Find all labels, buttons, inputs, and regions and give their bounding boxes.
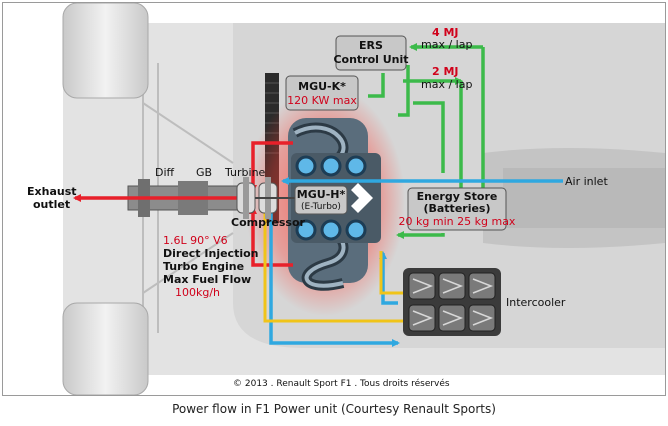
rear-tire-top <box>62 3 149 99</box>
renault-logo-icon <box>351 183 373 213</box>
energy-flow-lines <box>368 43 485 239</box>
air-inlet-label: Air inlet <box>565 175 608 188</box>
turbine-unit <box>236 177 256 219</box>
ers-label-line2: Control Unit <box>333 53 408 66</box>
intercooler-unit <box>403 268 501 336</box>
mgu-k-to-ers-flow <box>368 73 385 98</box>
engine-spec-line4: Max Fuel Flow <box>163 273 251 286</box>
mgu-k-label: MGU-K* <box>298 80 346 93</box>
mgu-k-power-label: 120 KW max <box>287 94 357 107</box>
exhaust-manifold-top-flow <box>249 141 293 193</box>
charge-air-flow-lines <box>263 203 403 323</box>
engine-spec-block: 1.6L 90° V6 Direct Injection Turbo Engin… <box>163 234 259 299</box>
engine-spec-line1: 1.6L 90° V6 <box>163 234 228 247</box>
power-unit-diagram: ERS Control Unit MGU-K* 120 KW max MGU-H… <box>3 3 665 395</box>
energy-store-label-line2: (Batteries) <box>423 202 490 215</box>
flow-4mj-unit-label: max / lap <box>421 38 472 51</box>
mgu-k-box: MGU-K* 120 KW max <box>285 75 359 111</box>
turbine-label: Turbine <box>224 166 266 179</box>
exhaust-label-line1: Exhaust <box>27 185 77 198</box>
charge-air-to-intercooler-flow <box>263 203 403 323</box>
intercooler-label: Intercooler <box>506 296 566 309</box>
store-to-mgu-h-flow <box>396 231 445 239</box>
flow-2mj-label: 2 MJ <box>432 65 459 78</box>
battery-weight-label: 20 kg min 25 kg max <box>399 215 516 228</box>
intercooler-to-engine-flow <box>379 251 403 295</box>
exhaust-manifold-bottom-flow <box>249 206 293 267</box>
ers-control-unit-box: ERS Control Unit <box>333 35 409 71</box>
ers-label-line1: ERS <box>359 39 383 52</box>
engine-spec-line2: Direct Injection <box>163 247 259 260</box>
engine-spec-line5: 100kg/h <box>175 286 220 299</box>
energy-store-box: Energy Store (Batteries) 20 kg min 25 kg… <box>399 187 516 231</box>
engine-spec-line3: Turbo Engine <box>163 260 244 273</box>
figure-caption: Power flow in F1 Power unit (Courtesy Re… <box>172 402 496 416</box>
e-turbo-label: (E-Turbo) <box>301 202 341 212</box>
gb-label: GB <box>196 166 212 179</box>
diff-label: Diff <box>155 166 175 179</box>
flow-2mj-unit-label: max / lap <box>421 78 472 91</box>
exhaust-flow-lines <box>73 141 293 267</box>
copyright-notice: © 2013 . Renault Sport F1 . Tous droits … <box>233 378 450 389</box>
compressor-to-intercooler-flow <box>269 201 400 347</box>
exhaust-label-line2: outlet <box>33 198 70 211</box>
flow-4mj-label: 4 MJ <box>432 26 459 39</box>
mgu-h-box: MGU-H* (E-Turbo) <box>294 185 348 215</box>
diagram-frame: ERS Control Unit MGU-K* 120 KW max MGU-H… <box>2 2 666 396</box>
energy-store-label-line1: Energy Store <box>417 190 498 203</box>
air-flow-lines <box>269 177 563 347</box>
mgu-h-label: MGU-H* <box>297 188 346 201</box>
compressor-label: Compressor <box>231 216 306 229</box>
rear-tire-bottom <box>62 302 149 395</box>
